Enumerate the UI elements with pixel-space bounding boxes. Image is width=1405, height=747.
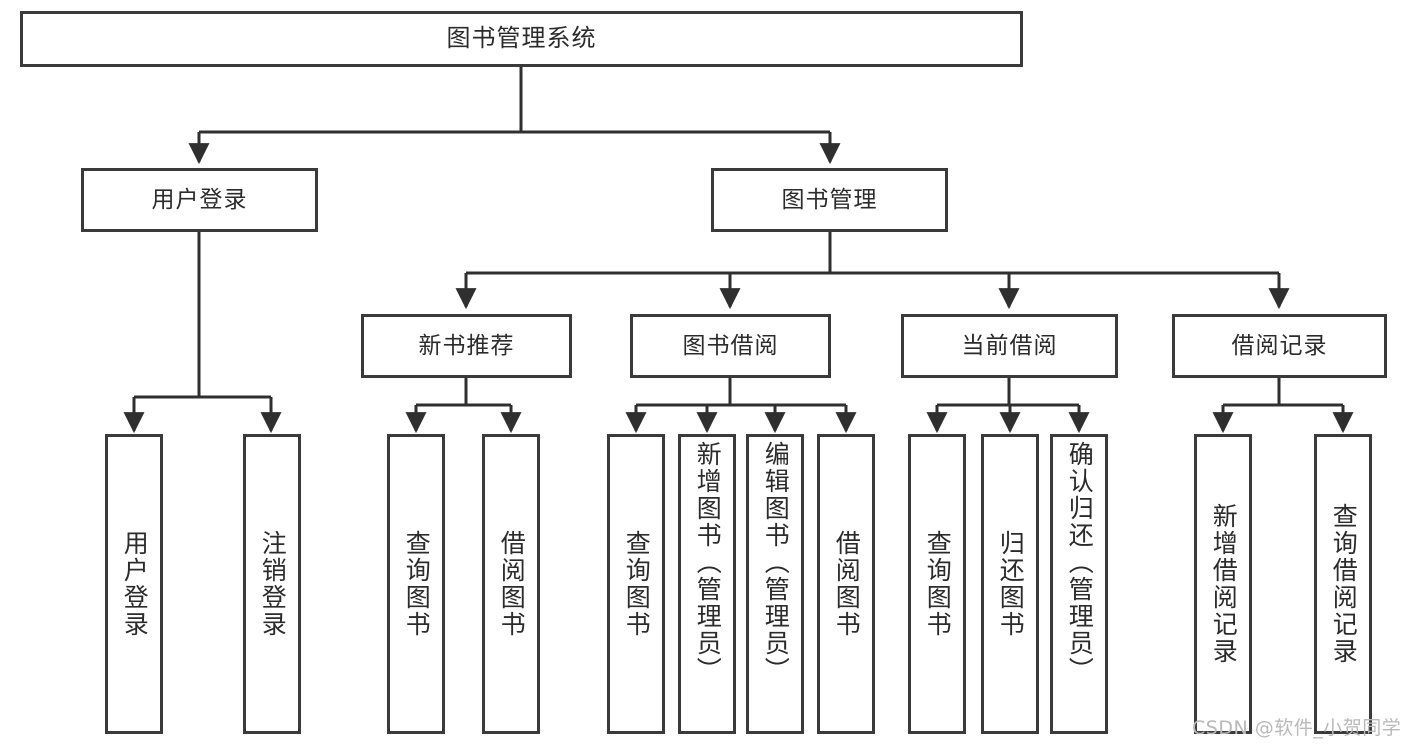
node-leaf-add-record[interactable]: 新增借阅记录 xyxy=(1194,434,1252,734)
node-leaf-add-book-label: 新增图书（管理员） xyxy=(693,441,723,684)
node-leaf-borrow-book-2[interactable]: 借阅图书 xyxy=(817,434,875,734)
node-leaf-query-book-2-label: 查询图书 xyxy=(622,530,652,638)
node-user-login-label: 用户登录 xyxy=(151,186,248,213)
node-root-label: 图书管理系统 xyxy=(446,24,597,53)
node-leaf-logout[interactable]: 注销登录 xyxy=(243,434,301,734)
node-new-book-rec-label: 新书推荐 xyxy=(418,332,515,359)
node-book-manage-label: 图书管理 xyxy=(781,186,878,213)
node-leaf-confirm-return[interactable]: 确认归还（管理员） xyxy=(1050,434,1108,734)
node-leaf-query-book-1-label: 查询图书 xyxy=(402,530,432,638)
node-leaf-return-book[interactable]: 归还图书 xyxy=(981,434,1039,734)
node-leaf-add-record-label: 新增借阅记录 xyxy=(1209,503,1239,665)
node-leaf-borrow-book-1[interactable]: 借阅图书 xyxy=(482,434,540,734)
node-leaf-user-login-label: 用户登录 xyxy=(120,530,150,638)
node-new-book-rec[interactable]: 新书推荐 xyxy=(361,314,572,378)
watermark: CSDN @软件_小贺同学 xyxy=(1192,717,1402,739)
node-current-borrow[interactable]: 当前借阅 xyxy=(901,314,1118,378)
node-leaf-borrow-book-1-label: 借阅图书 xyxy=(497,530,527,638)
node-user-login[interactable]: 用户登录 xyxy=(81,168,318,232)
node-leaf-query-book-3[interactable]: 查询图书 xyxy=(908,434,966,734)
node-book-manage[interactable]: 图书管理 xyxy=(711,168,948,232)
node-leaf-borrow-book-2-label: 借阅图书 xyxy=(832,530,862,638)
node-leaf-query-record-label: 查询借阅记录 xyxy=(1329,503,1359,665)
node-leaf-user-login[interactable]: 用户登录 xyxy=(105,434,163,734)
node-leaf-query-record[interactable]: 查询借阅记录 xyxy=(1314,434,1372,734)
node-leaf-edit-book-label: 编辑图书（管理员） xyxy=(761,441,791,684)
node-borrow-record-label: 借阅记录 xyxy=(1231,332,1328,359)
node-leaf-add-book[interactable]: 新增图书（管理员） xyxy=(678,434,736,734)
node-leaf-query-book-2[interactable]: 查询图书 xyxy=(607,434,665,734)
node-leaf-edit-book[interactable]: 编辑图书（管理员） xyxy=(746,434,804,734)
node-book-borrow[interactable]: 图书借阅 xyxy=(630,314,831,378)
node-book-borrow-label: 图书借阅 xyxy=(682,332,779,359)
node-leaf-logout-label: 注销登录 xyxy=(258,530,288,638)
node-leaf-confirm-return-label: 确认归还（管理员） xyxy=(1065,441,1095,684)
node-leaf-return-book-label: 归还图书 xyxy=(996,530,1026,638)
node-root[interactable]: 图书管理系统 xyxy=(20,11,1023,67)
node-current-borrow-label: 当前借阅 xyxy=(961,332,1058,359)
node-borrow-record[interactable]: 借阅记录 xyxy=(1172,314,1387,378)
node-leaf-query-book-3-label: 查询图书 xyxy=(923,530,953,638)
node-leaf-query-book-1[interactable]: 查询图书 xyxy=(387,434,445,734)
